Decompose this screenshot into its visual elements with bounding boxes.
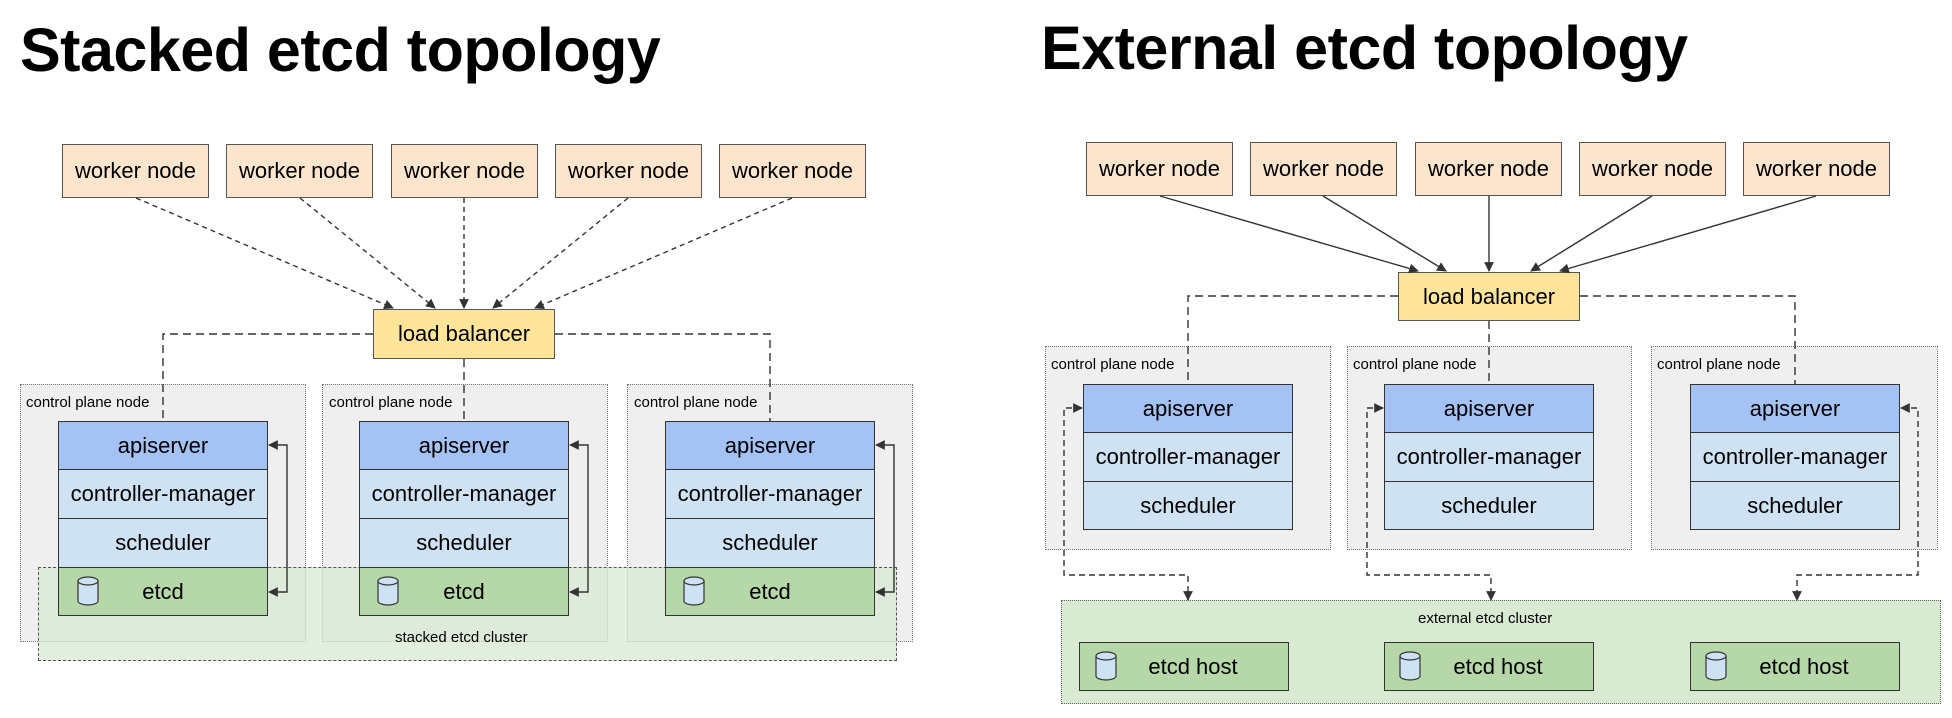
worker-to-lb-arrow xyxy=(1530,195,1653,272)
controller-manager: controller-manager xyxy=(58,469,268,519)
worker-node: worker node xyxy=(1086,142,1233,196)
controller-manager: controller-manager xyxy=(665,469,875,519)
load-balancer: load balancer xyxy=(1398,272,1580,321)
controller-manager: controller-manager xyxy=(1690,432,1900,482)
etcd: etcd xyxy=(665,567,875,616)
control-plane-node-label: control plane node xyxy=(634,394,758,411)
worker-node: worker node xyxy=(555,144,702,198)
worker-node: worker node xyxy=(62,144,209,198)
scheduler: scheduler xyxy=(1083,481,1293,530)
etcd-host: etcd host xyxy=(1384,642,1594,691)
worker-to-lb-arrow xyxy=(135,197,394,310)
scheduler: scheduler xyxy=(58,518,268,568)
etcd-label: etcd xyxy=(749,578,791,604)
apiserver: apiserver xyxy=(1384,384,1594,433)
control-plane-node-label: control plane node xyxy=(1657,356,1781,373)
worker-node: worker node xyxy=(226,144,373,198)
apiserver: apiserver xyxy=(665,421,875,470)
worker-node: worker node xyxy=(1250,142,1397,196)
etcd: etcd xyxy=(58,567,268,616)
scheduler: scheduler xyxy=(1690,481,1900,530)
worker-node: worker node xyxy=(391,144,538,198)
control-plane-node-label: control plane node xyxy=(26,394,150,411)
control-plane-node-label: control plane node xyxy=(329,394,453,411)
worker-node: worker node xyxy=(1579,142,1726,196)
worker-to-lb-arrow xyxy=(1559,195,1817,274)
scheduler: scheduler xyxy=(359,518,569,568)
etcd-host: etcd host xyxy=(1079,642,1289,691)
external-etcd-cluster-label: external etcd cluster xyxy=(1418,610,1553,627)
etcd-host-label: etcd host xyxy=(1759,653,1849,679)
worker-node: worker node xyxy=(1415,142,1562,196)
etcd-host-label: etcd host xyxy=(1453,653,1543,679)
stacked-etcd-cluster-label: stacked etcd cluster xyxy=(395,629,528,646)
worker-node: worker node xyxy=(719,144,866,198)
apiserver: apiserver xyxy=(359,421,569,470)
stacked-topology-title: Stacked etcd topology xyxy=(20,16,661,84)
etcd-label: etcd xyxy=(142,578,184,604)
controller-manager: controller-manager xyxy=(1384,432,1594,482)
apiserver: apiserver xyxy=(1083,384,1293,433)
external-topology-title: External etcd topology xyxy=(1041,14,1688,82)
worker-to-lb-arrow xyxy=(492,197,629,309)
apiserver: apiserver xyxy=(1690,384,1900,433)
worker-node: worker node xyxy=(1743,142,1890,196)
control-plane-node-label: control plane node xyxy=(1051,356,1175,373)
scheduler: scheduler xyxy=(1384,481,1594,530)
worker-to-lb-arrow xyxy=(299,197,436,309)
apiserver: apiserver xyxy=(58,421,268,470)
worker-to-lb-arrow xyxy=(1322,195,1447,272)
controller-manager: controller-manager xyxy=(359,469,569,519)
etcd-host-label: etcd host xyxy=(1148,653,1238,679)
etcd-host: etcd host xyxy=(1690,642,1900,691)
controller-manager: controller-manager xyxy=(1083,432,1293,482)
worker-to-lb-arrow xyxy=(534,197,793,310)
etcd: etcd xyxy=(359,567,569,616)
load-balancer: load balancer xyxy=(373,309,555,359)
scheduler: scheduler xyxy=(665,518,875,568)
etcd-label: etcd xyxy=(443,578,485,604)
control-plane-node-label: control plane node xyxy=(1353,356,1477,373)
worker-to-lb-arrow xyxy=(1159,195,1419,274)
